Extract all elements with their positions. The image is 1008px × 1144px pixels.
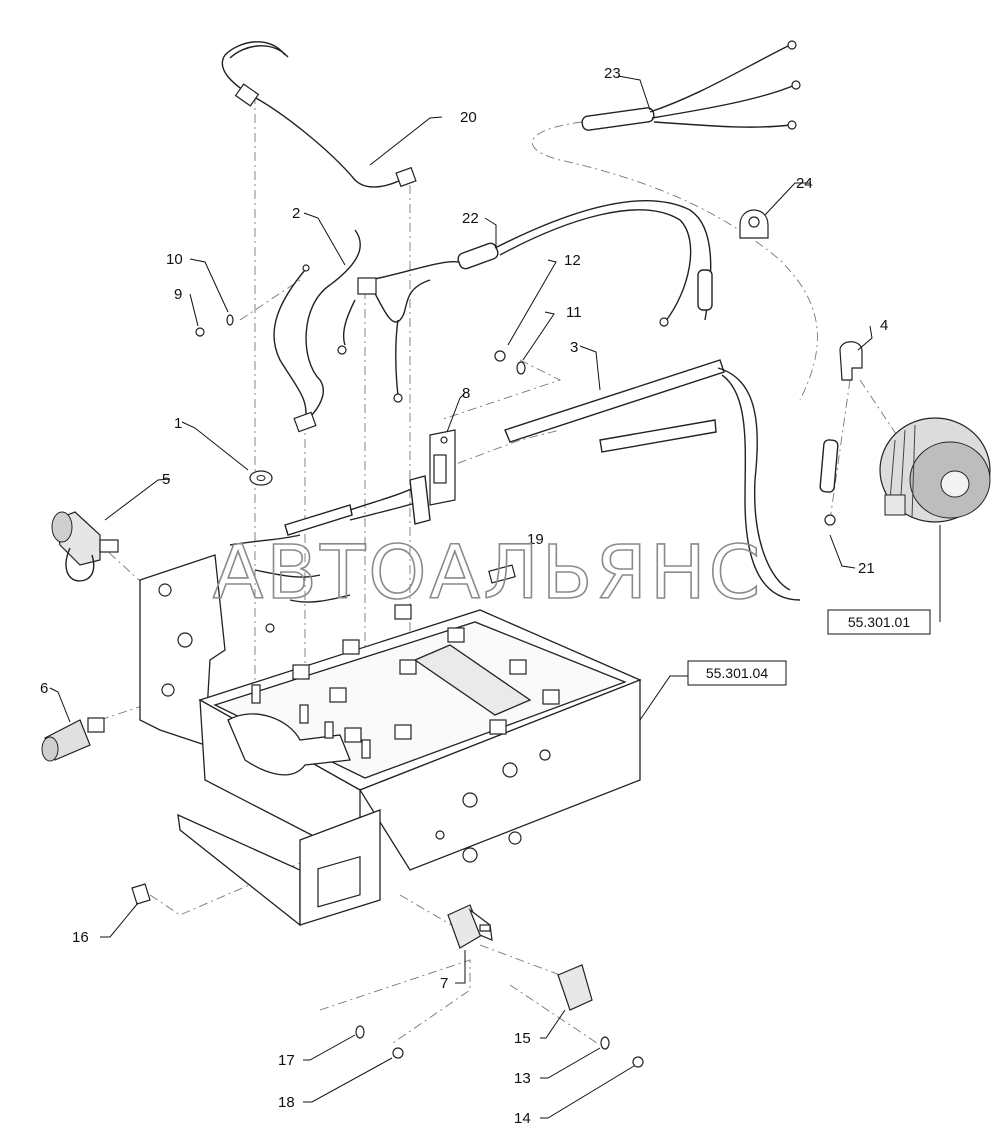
callout-15: 15 — [514, 1030, 531, 1047]
callout-1: 1 — [174, 415, 182, 432]
callout-2: 2 — [292, 205, 300, 222]
connector-6 — [41, 717, 105, 762]
callout-9: 9 — [174, 286, 182, 303]
callout-labels: 1 2 3 4 5 6 7 8 9 10 11 12 13 14 15 16 1… — [40, 65, 888, 1127]
cover-15 — [557, 964, 593, 1011]
cable-20 — [221, 41, 417, 188]
callout-5: 5 — [162, 471, 170, 488]
callout-8: 8 — [462, 385, 470, 402]
watermark-text: АВТОАЛЬЯНС — [213, 530, 764, 616]
callout-13: 13 — [514, 1070, 531, 1087]
callout-14: 14 — [514, 1110, 531, 1127]
cable-2 — [273, 229, 361, 433]
callout-3: 3 — [570, 339, 578, 356]
callout-4: 4 — [880, 317, 888, 334]
callout-24: 24 — [796, 175, 813, 192]
callout-22: 22 — [462, 210, 479, 227]
hardware — [131, 314, 644, 1068]
callout-6: 6 — [40, 680, 48, 697]
reference-label-alternator: 55.301.01 — [848, 614, 910, 630]
reference-box-alternator[interactable]: 55.301.01 — [827, 609, 931, 635]
cable-3 — [504, 359, 801, 601]
callout-23: 23 — [604, 65, 621, 82]
callout-10: 10 — [166, 251, 183, 268]
harness-cables — [229, 475, 431, 603]
callout-11: 11 — [566, 304, 582, 321]
cable-23 — [581, 40, 801, 131]
isolator-switch-icon — [447, 904, 493, 949]
hose-21 — [819, 439, 839, 526]
clip-24 — [739, 209, 769, 239]
callout-16: 16 — [72, 929, 89, 946]
alternator-icon — [879, 417, 991, 523]
callout-20: 20 — [460, 109, 477, 126]
socket-icon — [51, 511, 119, 582]
callout-12: 12 — [564, 252, 581, 269]
callout-21: 21 — [858, 560, 875, 577]
reference-box-battery[interactable]: 55.301.04 — [687, 660, 787, 686]
reference-label-battery-box: 55.301.04 — [706, 665, 768, 681]
callout-17: 17 — [278, 1052, 295, 1069]
leader-lines — [49, 75, 941, 1119]
callout-19: 19 — [527, 531, 544, 548]
callout-18: 18 — [278, 1094, 295, 1111]
cable-22 — [357, 200, 713, 403]
callout-7: 7 — [440, 975, 448, 992]
bracket-8 — [429, 429, 456, 506]
battery-box-icon — [139, 554, 642, 927]
elbow-4 — [839, 341, 863, 381]
